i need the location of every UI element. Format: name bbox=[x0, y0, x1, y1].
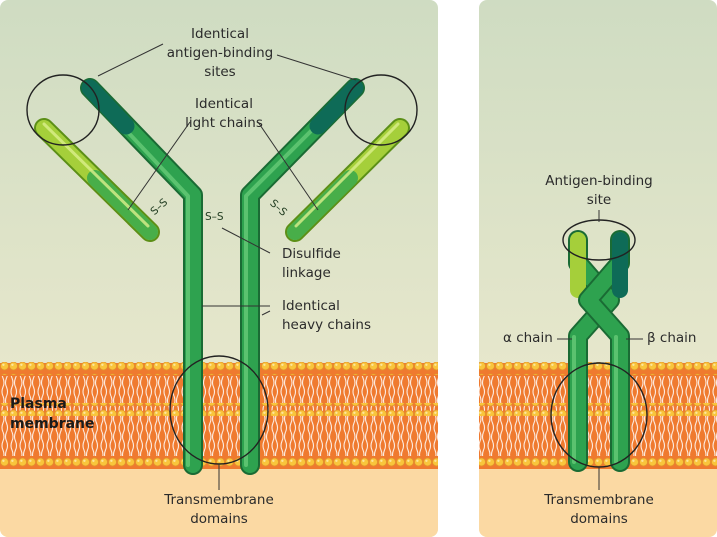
label-alpha-chain: α chain bbox=[503, 330, 553, 346]
label-identical-light-chains: Identical light chains bbox=[185, 96, 263, 131]
tcr-beta-chain bbox=[578, 230, 630, 472]
tcr-panel bbox=[479, 0, 717, 537]
disulfide-bond-middle: S–S bbox=[205, 211, 224, 223]
label-disulfide-linkage: Disulfide linkage bbox=[282, 246, 341, 281]
label-tcr-transmembrane-domains: Transmembrane domains bbox=[544, 492, 654, 527]
antigen-site-circle-right bbox=[344, 74, 418, 146]
leader-lines-antibody bbox=[97, 43, 357, 490]
label-tcr-antigen-site: Antigen-binding site bbox=[545, 173, 653, 208]
leader-lines-tcr bbox=[557, 210, 643, 490]
antigen-site-circle-left bbox=[26, 74, 100, 146]
tcr-alpha-chain bbox=[568, 230, 620, 472]
antibody-panel bbox=[0, 0, 438, 537]
heavy-chain-left bbox=[80, 78, 203, 475]
label-transmembrane-domains: Transmembrane domains bbox=[164, 492, 274, 527]
label-beta-chain: β chain bbox=[647, 330, 697, 346]
label-identical-heavy-chains: Identical heavy chains bbox=[282, 298, 371, 333]
label-identical-antigen-sites: Identical antigen-binding sites bbox=[166, 26, 274, 80]
label-plasma-membrane: Plasma membrane bbox=[10, 396, 95, 432]
